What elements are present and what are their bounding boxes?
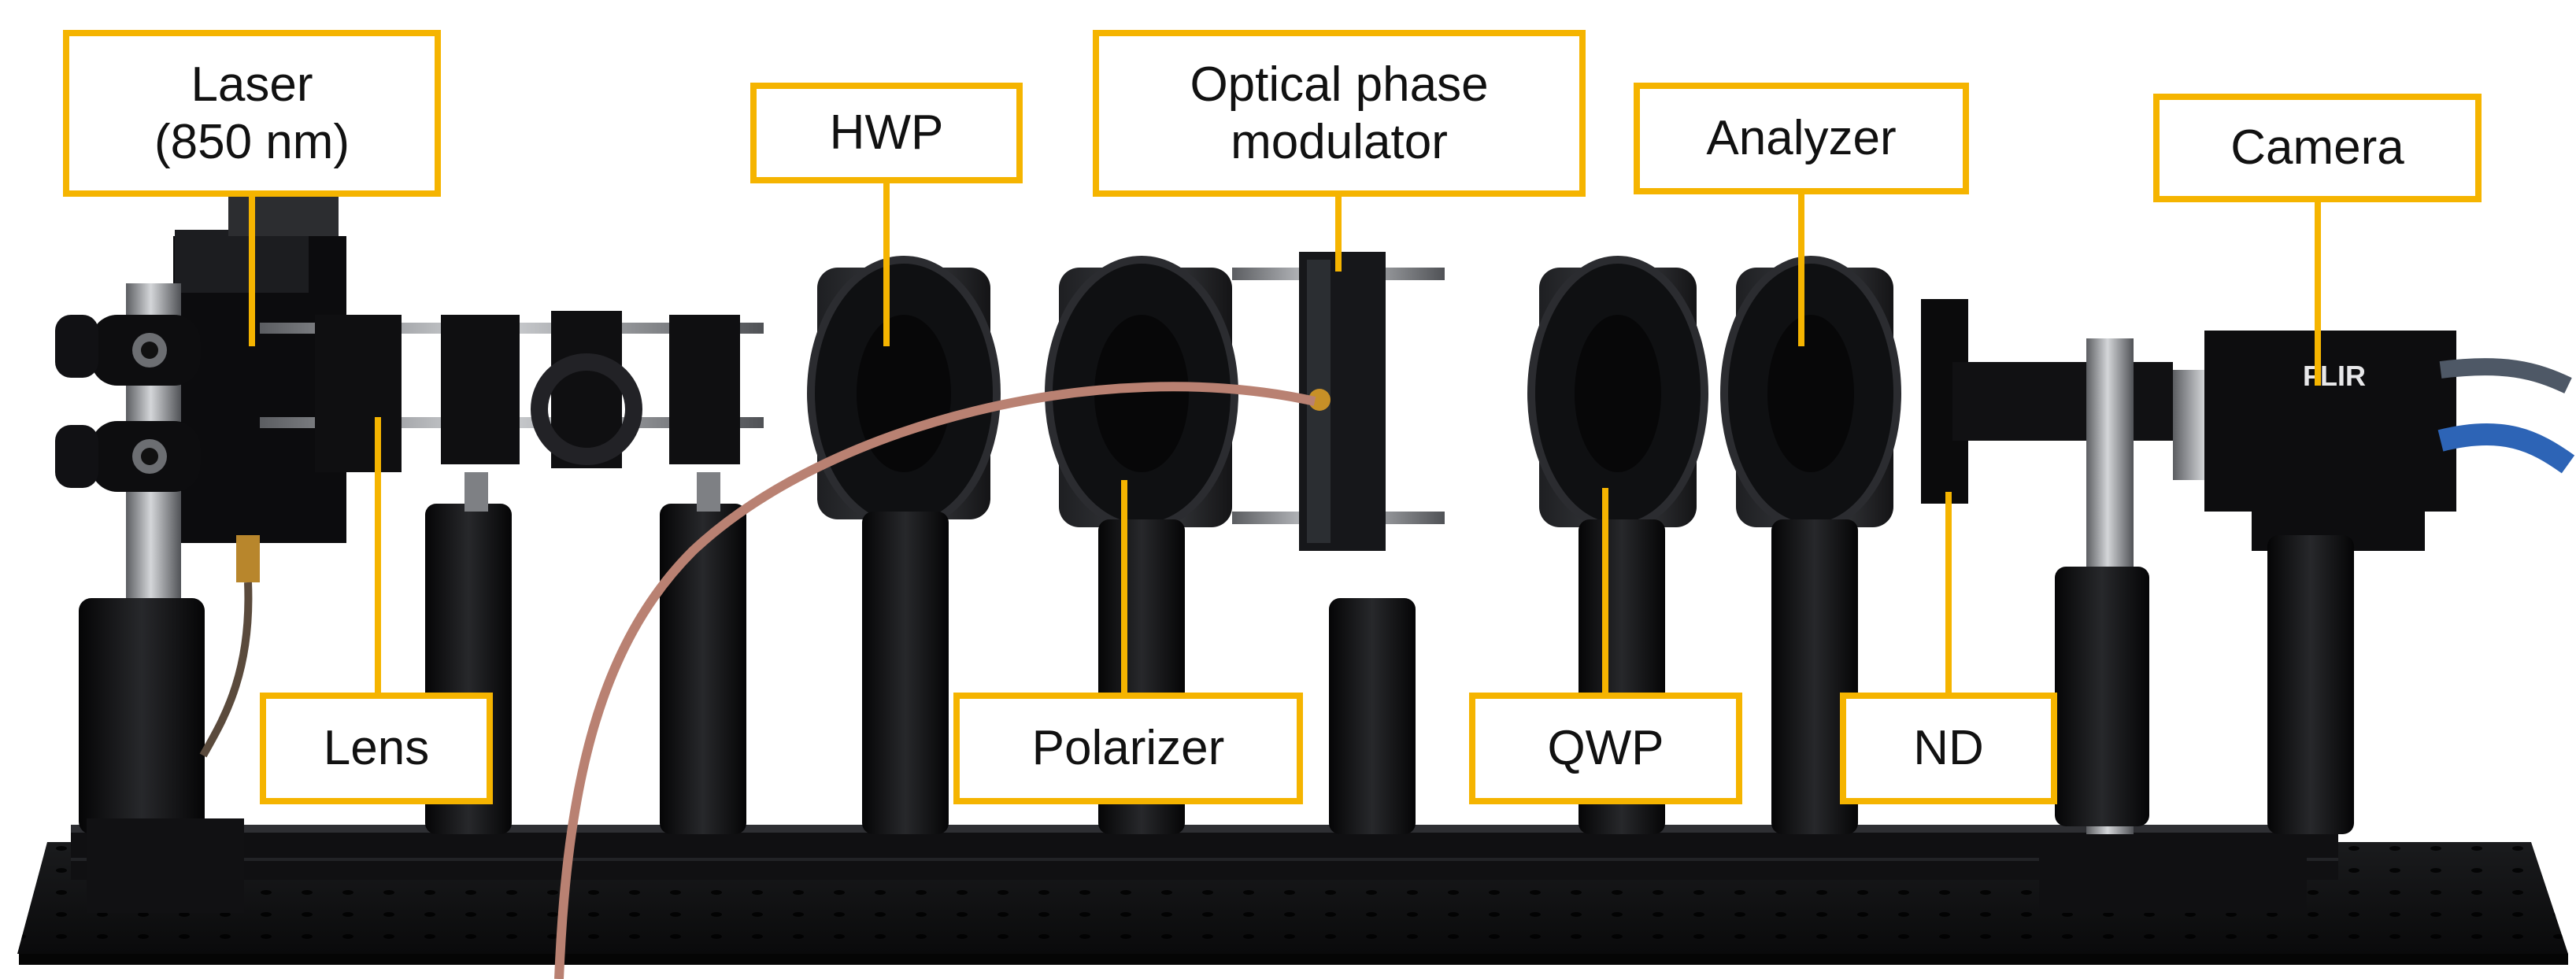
- optical-rail: [71, 825, 2338, 880]
- rf-cable: [554, 382, 1316, 979]
- camera-brand: FLIR: [2303, 360, 2366, 392]
- modulator-mount: [1232, 252, 1445, 834]
- label-camera: Camera: [2153, 94, 2482, 202]
- analyzer-mount: [1720, 256, 1901, 834]
- label-analyzer: Analyzer: [1634, 83, 1969, 194]
- qwp-mount: [1527, 256, 1708, 834]
- hwp-mount: [807, 256, 1001, 834]
- label-polarizer: Polarizer: [953, 693, 1303, 804]
- label-nd: ND: [1840, 693, 2057, 804]
- label-qwp: QWP: [1469, 693, 1742, 804]
- label-hwp: HWP: [750, 83, 1023, 183]
- label-optical-phase-modulator: Optical phase modulator: [1093, 30, 1586, 197]
- camera-assembly: FLIR: [1952, 331, 2575, 913]
- label-lens: Lens: [260, 693, 493, 804]
- callout-lines: [249, 181, 2321, 700]
- label-laser: Laser (850 nm): [63, 30, 441, 197]
